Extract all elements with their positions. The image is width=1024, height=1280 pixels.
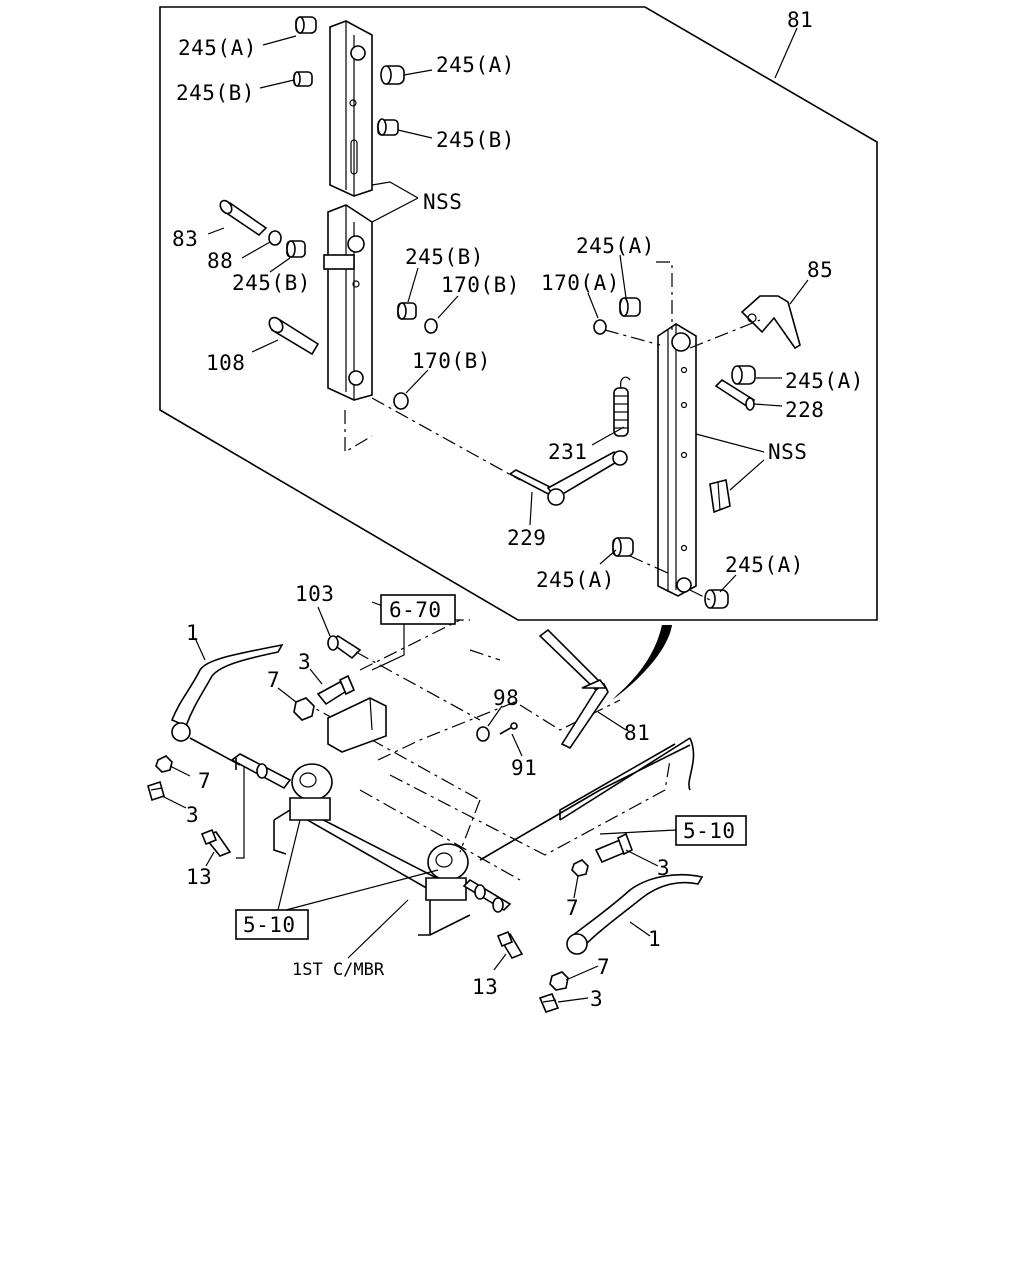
shaft-right: [462, 878, 512, 913]
nut-7-upper: [293, 697, 315, 721]
bolt-13-left: [200, 828, 232, 857]
stabilizer-arm-left: [170, 643, 284, 766]
label-ref-6-70: 6-70: [389, 598, 442, 622]
bracket-block: [327, 697, 387, 753]
label-98: 98: [493, 686, 519, 710]
pin-228: [714, 378, 756, 411]
label-7-d: 7: [597, 955, 610, 979]
label-85: 85: [807, 258, 833, 282]
label-245a-5: 245(A): [536, 568, 615, 592]
label-245a-4: 245(A): [785, 369, 864, 393]
bolt-3-left: [147, 780, 165, 802]
nut-7-bottom: [549, 971, 569, 991]
label-1-right: 1: [648, 927, 661, 951]
bushing-group-right: [593, 297, 756, 609]
label-3-c: 3: [657, 856, 670, 880]
washer-98: [476, 726, 490, 742]
stabilizer-arm-right: [566, 874, 704, 955]
label-nss-2: NSS: [768, 440, 807, 464]
ref-box-6-70: [380, 594, 456, 625]
right-lever: [657, 323, 697, 597]
label-7-b: 7: [198, 769, 211, 793]
label-245b-4: 245(B): [405, 245, 484, 269]
bushing-245b-left: [286, 240, 306, 258]
bolt-103: [327, 635, 481, 721]
ref-box-5-10-right: [675, 815, 747, 846]
label-103: 103: [295, 582, 334, 606]
label-3-b: 3: [186, 803, 199, 827]
shaft-left: [230, 753, 292, 790]
label-nss-1: NSS: [423, 190, 462, 214]
label-88: 88: [207, 249, 233, 273]
bolt-83: [219, 199, 268, 237]
label-245b-1: 245(B): [176, 81, 255, 105]
label-231: 231: [548, 440, 587, 464]
bolt-13-right: [496, 930, 524, 959]
label-81-lower: 81: [624, 721, 650, 745]
nut-7-right: [571, 859, 589, 877]
washer-170b-2: [393, 392, 409, 410]
label-1-left: 1: [186, 621, 199, 645]
label-7-a: 7: [267, 668, 280, 692]
label-245b-2: 245(B): [436, 128, 515, 152]
leader-81-top: [774, 27, 798, 79]
bushing-245b-right: [397, 302, 417, 320]
bolt-108: [268, 316, 320, 356]
mount-right: [425, 843, 469, 901]
label-245a-3: 245(A): [576, 234, 655, 258]
label-245a-6: 245(A): [725, 553, 804, 577]
label-245a-1: 245(A): [178, 36, 257, 60]
label-3-a: 3: [298, 650, 311, 674]
axis-left-bracket: [371, 397, 521, 481]
nut-7-left: [155, 755, 173, 773]
label-81-top: 81: [787, 8, 813, 32]
label-13-b: 13: [472, 975, 498, 999]
label-170b-1: 170(B): [441, 273, 520, 297]
label-245a-2: 245(A): [436, 53, 515, 77]
rod-229: [508, 450, 628, 506]
bracket-85: [740, 295, 801, 350]
label-13-a: 13: [186, 865, 212, 889]
label-91: 91: [511, 756, 537, 780]
label-ref-5-10-left: 5-10: [243, 913, 296, 937]
spring-231: [613, 376, 631, 437]
label-228: 228: [785, 398, 824, 422]
inset-pointer-arrow: [612, 625, 672, 700]
cross-member: [273, 807, 471, 936]
pin-91: [499, 722, 518, 735]
ref-box-5-10-left: [235, 909, 309, 940]
label-108: 108: [206, 351, 245, 375]
lower-left-bracket: [323, 204, 373, 401]
bolt-3-upper: [316, 674, 356, 706]
upper-left-bracket: [329, 20, 373, 197]
label-170a: 170(A): [541, 271, 620, 295]
bushing-group-upper-left: [293, 16, 405, 136]
label-1st-cross-member: 1ST C/MBR: [292, 960, 385, 980]
label-245b-3: 245(B): [232, 271, 311, 295]
lever-81: [538, 628, 609, 750]
side-rail: [479, 737, 695, 861]
detail-inset-border: [159, 6, 878, 621]
axis-right-lever: [656, 261, 673, 330]
mount-left: [289, 763, 333, 821]
washer-88: [268, 230, 282, 246]
label-3-d: 3: [590, 987, 603, 1011]
washer-170b-1: [424, 318, 438, 334]
bolt-3-bottom: [538, 993, 560, 1013]
label-170b-2: 170(B): [412, 349, 491, 373]
label-229: 229: [507, 526, 546, 550]
label-7-c: 7: [566, 896, 579, 920]
label-83: 83: [172, 227, 198, 251]
nss-clip: [709, 479, 731, 514]
bolt-3-right: [594, 832, 634, 864]
label-ref-5-10-right: 5-10: [683, 819, 736, 843]
